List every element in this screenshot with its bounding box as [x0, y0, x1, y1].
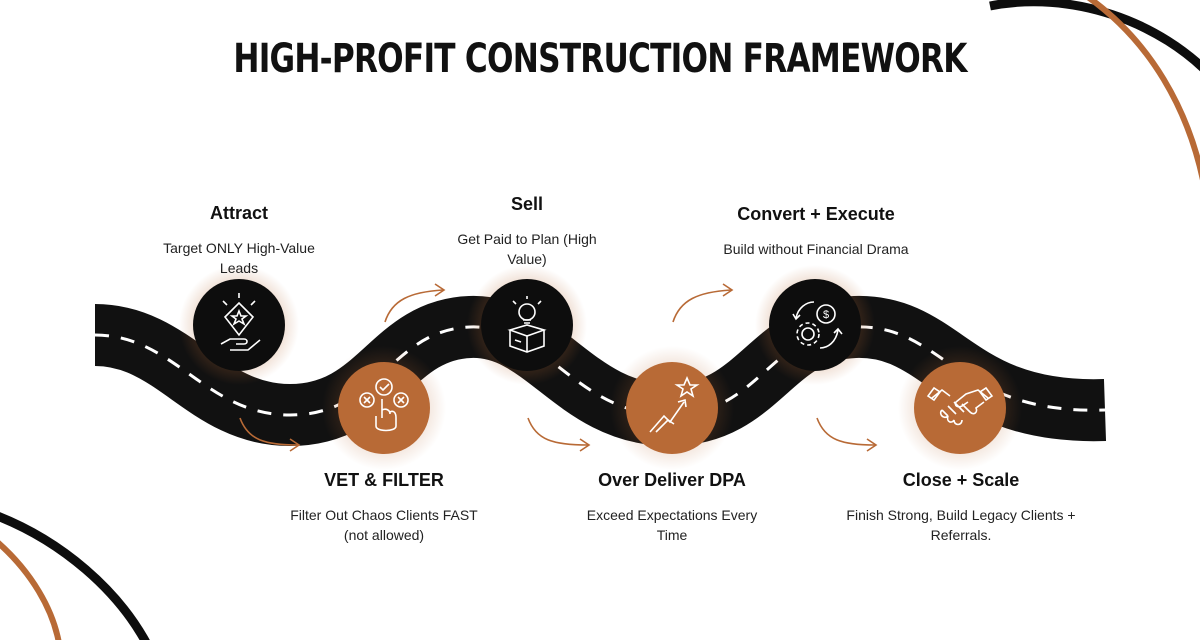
page-title: HIGH-PROFIT CONSTRUCTION FRAMEWORK — [233, 36, 967, 82]
step-convert-execute: Convert + Execute Build without Financia… — [701, 204, 931, 259]
step-description: Filter Out Chaos Clients FAST (not allow… — [290, 507, 478, 543]
step-heading: Convert + Execute — [737, 204, 895, 224]
corner-decoration-bottom-left — [0, 512, 150, 640]
step-vet-filter: VET & FILTER Filter Out Chaos Clients FA… — [269, 470, 499, 545]
step-description: Finish Strong, Build Legacy Clients + Re… — [846, 507, 1076, 543]
step-heading: VET & FILTER — [324, 470, 444, 490]
step-over-deliver: Over Deliver DPA Exceed Expectations Eve… — [557, 470, 787, 545]
idea-box-icon — [507, 296, 547, 353]
step-heading: Attract — [209, 203, 268, 223]
step-sell: Sell Get Paid to Plan (High Value) — [412, 194, 642, 269]
step-close-scale: Close + Scale Finish Strong, Build Legac… — [831, 470, 1091, 545]
svg-text:$: $ — [823, 309, 829, 321]
step-description: Target ONLY High-Value Leads — [163, 240, 315, 276]
winding-road — [93, 295, 1107, 447]
step-circle-close-scale — [898, 346, 1022, 470]
arrow-connector-3 — [527, 417, 589, 446]
arrow-connector-5 — [816, 417, 876, 446]
step-description: Get Paid to Plan (High Value) — [457, 231, 597, 267]
arrow-connector-1 — [239, 417, 299, 446]
step-circle-over-deliver — [610, 346, 734, 470]
arrow-connector-2 — [384, 289, 444, 323]
step-attract: Attract Target ONLY High-Value Leads — [124, 203, 354, 278]
step-circle-convert: $ — [755, 265, 875, 385]
arrow-connector-4 — [672, 289, 732, 323]
step-heading: Over Deliver DPA — [598, 470, 746, 490]
growth-star-arrow-icon — [649, 375, 700, 433]
step-heading: Sell — [510, 194, 544, 214]
step-heading: Close + Scale — [902, 470, 1020, 490]
corner-decoration-top-right — [989, 0, 1200, 181]
check-cross-choice-icon — [359, 378, 409, 432]
step-circle-attract — [179, 265, 299, 385]
handshake-icon — [926, 386, 994, 426]
step-circle-sell — [467, 265, 587, 385]
step-circle-vet-filter — [322, 346, 446, 470]
money-gear-cycle-icon: $ — [792, 301, 843, 349]
step-description: Exceed Expectations Every Time — [586, 507, 758, 543]
diamond-hand-icon — [220, 293, 261, 351]
step-description: Build without Financial Drama — [723, 241, 909, 257]
connector-arrows — [239, 283, 878, 452]
